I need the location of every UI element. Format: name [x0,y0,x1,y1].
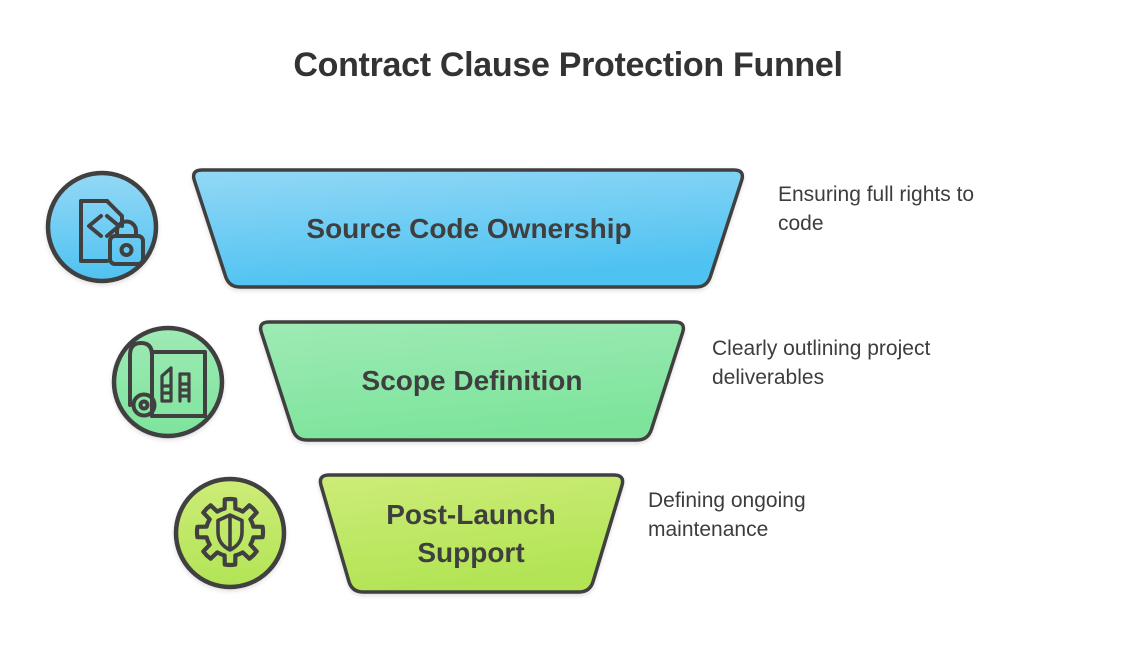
stage-3-description: Defining ongoing maintenance [648,489,806,541]
funnel-stage-3-shape [318,473,625,594]
code-file-lock-icon [45,170,159,284]
page-title: Contract Clause Protection Funnel [293,46,843,84]
funnel-stage-3-label: Post-Launch Support [386,499,556,568]
gear-shield-icon [173,476,287,590]
stage-2-description: Clearly outlining project deliverables [712,337,931,389]
funnel-stage-1-label: Source Code Ownership [306,213,632,244]
funnel-stage-1-shape [191,168,745,289]
funnel-stage-2-label: Scope Definition [361,365,583,396]
stage-1-description: Ensuring full rights to code [778,183,975,235]
funnel-stage-2-shape [258,320,686,442]
blueprint-icon [111,325,225,439]
